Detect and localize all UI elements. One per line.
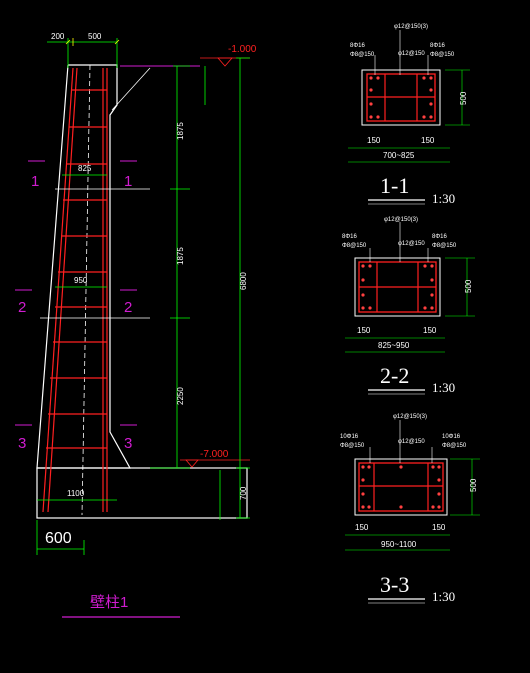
s1-right-rebar-a: 8Φ16: [430, 43, 445, 49]
s3-left-rebar-a: 10Φ16: [340, 434, 359, 440]
s3-name: 3-3: [380, 572, 409, 597]
foundation-outline: [36, 467, 248, 519]
stirrups: [46, 89, 107, 449]
section-mark-1-right: 1: [124, 173, 132, 190]
base-offset-dimension: [36, 520, 85, 555]
bottom-level-label: -7.000: [200, 449, 229, 460]
section-marks: [15, 160, 137, 426]
bottom-level-marker: [180, 459, 250, 468]
s1-width: 700~825: [383, 151, 415, 160]
s2-left-rebar-b: Φ8@150: [342, 243, 367, 249]
column-outline: [36, 64, 132, 469]
total-height-6800: 6800: [239, 272, 248, 290]
s1-cover-right: 150: [421, 136, 435, 145]
s1-cover-left: 150: [367, 136, 381, 145]
s2-scale: 1:30: [432, 380, 455, 395]
width-825: 825: [78, 164, 92, 173]
s1-height: 500: [459, 91, 468, 105]
s2-name: 2-2: [380, 363, 409, 388]
s1-top-rebar: φ12@150(3): [394, 24, 428, 30]
s1-scale: 1:30: [432, 191, 455, 206]
longitudinal-rebar: [42, 67, 108, 513]
section-2-2: φ12@150(3) φ12@150 8Φ16 Φ8@150 8Φ16 Φ8@1…: [342, 217, 475, 395]
section-mark-1-left: 1: [31, 173, 39, 190]
s1-right-rebar-b: Φ8@150: [430, 52, 455, 58]
top-dim-200: 200: [51, 32, 65, 41]
section-mark-2-left: 2: [18, 299, 26, 316]
column-elevation: 1 1 2 2 3 3 200 500 825 950 1100: [15, 32, 257, 618]
s3-top-rebar: φ12@150(3): [393, 414, 427, 420]
top-width-dimension: [47, 38, 120, 68]
s2-width: 825~950: [378, 341, 410, 350]
s2-height: 500: [464, 279, 473, 293]
s2-left-rebar-a: 8Φ16: [342, 234, 357, 240]
drawing-title: 壁柱1: [90, 594, 128, 611]
s1-left-rebar-b: Φ8@150: [350, 52, 375, 58]
s2-cover-right: 150: [423, 326, 437, 335]
s3-mid-rebar: φ12@150: [398, 439, 425, 445]
top-dim-500: 500: [88, 32, 102, 41]
vertical-dimension-chain: [150, 57, 250, 520]
centerline: [81, 64, 91, 516]
base-offset-600: 600: [45, 530, 72, 547]
section-3-3: φ12@150(3) φ12@150 10Φ16 Φ8@150 10Φ16 Φ8…: [340, 414, 480, 604]
s2-right-rebar-a: 8Φ16: [432, 234, 447, 240]
s1-name: 1-1: [380, 173, 409, 198]
s3-right-rebar-a: 10Φ16: [442, 434, 461, 440]
s3-scale: 1:30: [432, 589, 455, 604]
section-mark-2-right: 2: [124, 299, 132, 316]
section-mark-3-left: 3: [18, 435, 26, 452]
width-dimension-lines: [37, 174, 117, 501]
width-1100: 1100: [67, 489, 85, 498]
foundation-height-700: 700: [239, 486, 248, 500]
section-1-1: φ12@150(3) φ12@150 8Φ16 Φ8@150 8Φ16 Φ8@1…: [348, 24, 470, 206]
s2-mid-rebar: φ12@150: [398, 241, 425, 247]
s1-left-rebar-a: 8Φ16: [350, 43, 365, 49]
top-level-label: -1.000: [228, 44, 257, 55]
s1-mid-rebar: φ12@150: [398, 51, 425, 57]
s2-top-rebar: φ12@150(3): [384, 217, 418, 223]
height-1875-lower: 1875: [176, 247, 185, 265]
s3-right-rebar-b: Φ8@150: [442, 443, 467, 449]
s3-height: 500: [469, 478, 478, 492]
s2-cover-left: 150: [357, 326, 371, 335]
s3-cover-right: 150: [432, 523, 446, 532]
s2-right-rebar-b: Φ8@150: [432, 243, 457, 249]
height-2250: 2250: [176, 387, 185, 405]
width-950: 950: [74, 276, 88, 285]
section-mark-3-right: 3: [124, 435, 132, 452]
section-cut-lines: [40, 188, 150, 319]
s3-cover-left: 150: [355, 523, 369, 532]
height-1875-upper: 1875: [176, 122, 185, 140]
s3-width: 950~1100: [381, 540, 417, 549]
s3-left-rebar-b: Φ8@150: [340, 443, 365, 449]
